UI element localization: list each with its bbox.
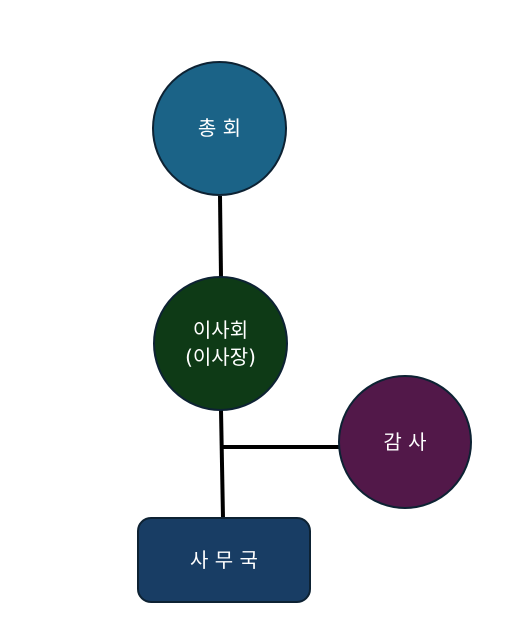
node-secretariat: 사 무 국 [137,517,311,603]
node-secretariat-label: 사 무 국 [190,547,258,572]
node-board: 이사회 (이사장) [153,276,288,411]
node-auditor-label: 감 사 [383,429,427,454]
node-auditor: 감 사 [338,375,472,509]
node-general-assembly: 총 회 [152,61,287,196]
connector-board-secretariat [219,409,225,519]
node-board-label: 이사회 (이사장) [185,317,256,369]
connector-assembly-board [218,195,223,278]
node-general-assembly-label: 총 회 [197,116,242,140]
